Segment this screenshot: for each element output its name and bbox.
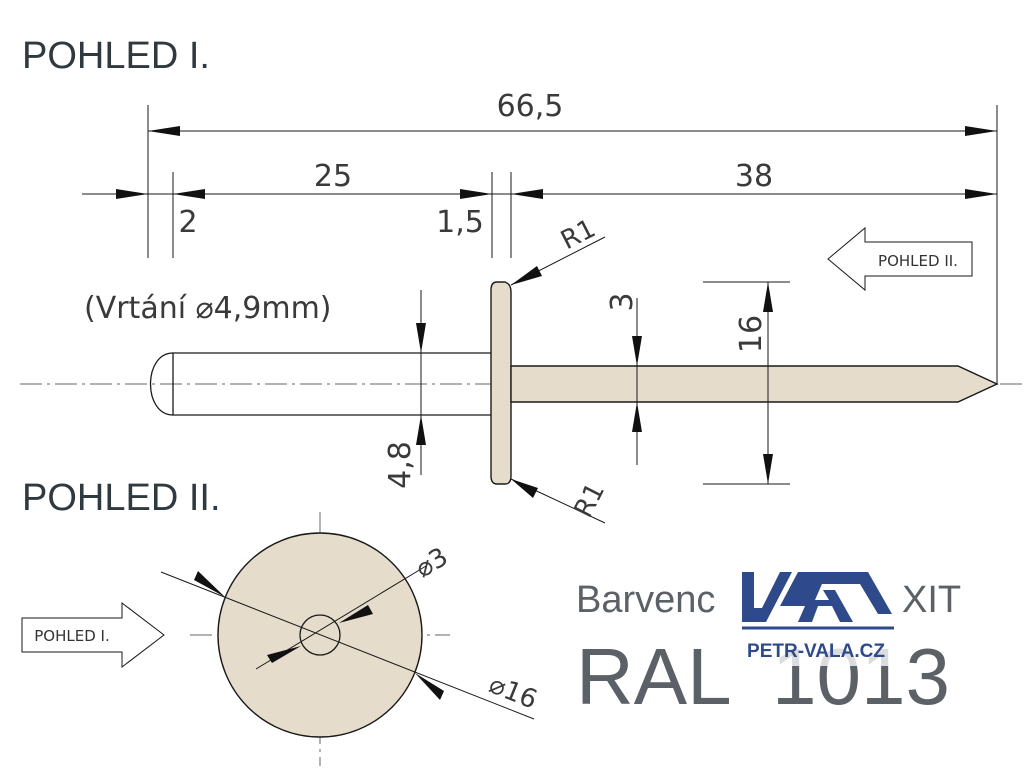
dim-radius-top-text: R1	[556, 214, 600, 256]
drill-note: (Vrtání ⌀4,9mm)	[84, 291, 332, 326]
dim-radius-bottom-text: R1	[569, 478, 611, 522]
view2-arrow-label: POHLED II.	[878, 252, 958, 270]
colour-note: Barvenc XIT RAL 1013	[576, 579, 961, 721]
dim-flange-dia-text: ⌀16	[485, 670, 541, 716]
view2-heading: POHLED II.	[22, 477, 221, 519]
dim-overall-length-text: 66,5	[497, 89, 564, 124]
rivet-head-flange	[490, 281, 512, 485]
colour-label-left: Barvenc	[576, 579, 715, 621]
dim-body-dia-text: 4,8	[383, 441, 418, 489]
petr-vala-logo-icon: PETR-VALA.CZ	[734, 566, 902, 666]
rivet-mandrel	[510, 365, 999, 403]
view1-direction-arrow: POHLED I.	[21, 601, 165, 669]
rivet-end-view: ⌀3 ⌀16	[160, 512, 541, 766]
view1-heading: POHLED I.	[22, 35, 210, 77]
dim-mandrel-length-text: 38	[735, 159, 773, 194]
dimension-head-dia: 16	[703, 281, 790, 485]
logo-text: PETR-VALA.CZ	[747, 641, 885, 662]
dim-mandrel-dia-text: 3	[605, 292, 640, 311]
colour-label-right: XIT	[902, 579, 961, 621]
dimension-overall-length: 66,5	[147, 89, 998, 385]
view1-arrow-label: POHLED I.	[34, 627, 109, 645]
dimension-radius-bottom: R1	[510, 478, 611, 524]
ral-label-left: RAL	[576, 632, 732, 721]
dimension-mandrel-dia: 3	[605, 292, 642, 465]
dim-head-thickness-text: 1,5	[436, 205, 484, 240]
dim-body-length-text: 25	[314, 159, 352, 194]
view2-direction-arrow: POHLED II.	[827, 226, 973, 292]
dimension-body-dia: 4,8	[383, 290, 426, 489]
dim-offset-left-text: 2	[178, 205, 197, 240]
dim-head-dia-text: 16	[734, 315, 769, 353]
dimension-radius-top: R1	[510, 214, 606, 286]
dimension-chain: 25 38 2 1,5	[82, 159, 997, 258]
dim-hole-dia-text: ⌀3	[410, 542, 453, 584]
